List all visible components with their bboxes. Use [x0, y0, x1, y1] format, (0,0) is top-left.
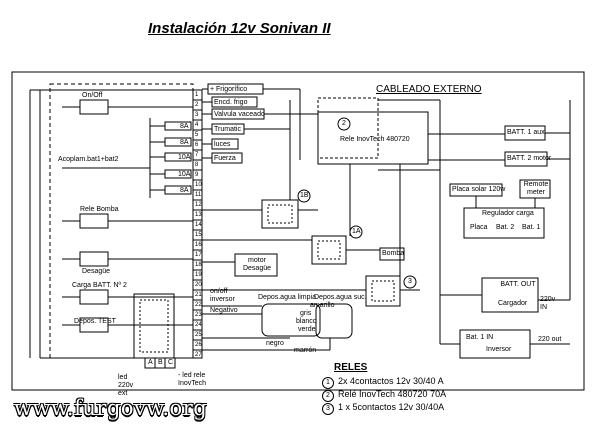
220v-in-label: 220v IN	[540, 296, 556, 311]
rele-text: 1 x 5contactos 12v 30/40A	[338, 402, 445, 412]
valvula-label: Valvula vaceado	[214, 111, 265, 118]
terminal-number: 6	[195, 142, 199, 148]
terminal-number: 15	[195, 232, 202, 238]
reles-header: RELES	[334, 362, 368, 373]
terminal-number: 4	[195, 122, 199, 128]
fuse-label: 8A	[180, 139, 189, 146]
terminal-number: 11	[195, 192, 202, 198]
terminal-number: 7	[195, 152, 199, 158]
terminal-number: 13	[195, 212, 202, 218]
depos-test-label: Depos. TEST	[74, 318, 116, 325]
terminal-b: B	[158, 359, 163, 366]
terminal-number: 22	[195, 302, 202, 308]
rele-num: 1	[322, 377, 334, 389]
terminal-number: 16	[195, 242, 202, 248]
regulador-label: Regulador carga	[482, 210, 534, 217]
rele-num: 2	[322, 390, 334, 402]
rele-text: 2x 4contactos 12v 30/40 A	[338, 376, 444, 386]
external-wiring-label: CABLEADO EXTERNO	[376, 84, 482, 95]
fuse-label: 8A	[180, 187, 189, 194]
rele-bomba-label: Rele Bomba	[80, 206, 119, 213]
batt1-aux-label: BATT. 1 aux	[507, 129, 545, 136]
placa-label: Placa	[470, 224, 488, 231]
led-220v-label: led 220v ext	[118, 374, 134, 397]
depos-suc-label: Depos.agua suc.	[314, 294, 367, 301]
negativo-label: Negativo	[210, 307, 238, 314]
terminal-number: 18	[195, 262, 202, 268]
luces-label: luces	[214, 141, 231, 148]
fuse-label: 10A	[178, 154, 191, 161]
terminal-number: 27	[195, 352, 202, 358]
batt-out-label: BATT. OUT	[500, 281, 536, 288]
led-rele-label: - led rele InovTech	[178, 372, 207, 387]
cargador-label: Cargador	[498, 300, 528, 307]
bat1-label: Bat. 1	[522, 224, 541, 231]
rele-row-1: 1 2x 4contactos 12v 30/40 A	[322, 376, 444, 389]
remote-meter-label: Remote meter	[523, 181, 549, 196]
onoff-inversor-label: on/off inversor	[210, 288, 235, 303]
fuse-label: 10A	[178, 171, 191, 178]
bat2-label: Bat. 2	[496, 224, 515, 231]
wire-color-label: negro	[266, 340, 284, 347]
terminal-number: 8	[195, 162, 199, 168]
terminal-number: 23	[195, 312, 202, 318]
bomba-label: Bomba	[382, 250, 405, 257]
terminal-number: 21	[195, 292, 202, 298]
watermark: www.furgovw.org	[14, 396, 208, 420]
terminal-number: 19	[195, 272, 202, 278]
terminal-number: 17	[195, 252, 202, 258]
terminal-number: 2	[195, 102, 199, 108]
depos-limpia-label: Depos.agua limpia	[258, 294, 316, 301]
wire-color-label: amarillo	[310, 302, 335, 309]
diagram-title: Instalación 12v Sonivan II	[148, 20, 331, 37]
terminal-number: 10	[195, 182, 202, 188]
inversor-label: Inversor	[486, 346, 512, 353]
placa-solar-label: Placa solar 120w	[452, 186, 506, 193]
bat1-in-label: Bat. 1 IN	[466, 334, 494, 341]
terminal-number: 3	[195, 112, 199, 118]
batt2-motor-label: BATT. 2 motor	[507, 155, 552, 162]
wire-color-label: gris	[300, 310, 312, 317]
terminal-number: 20	[195, 282, 202, 288]
terminal-number: 9	[195, 172, 199, 178]
rele-text: Relé InovTech 480720 70A	[338, 389, 447, 399]
rele-num: 3	[322, 403, 334, 415]
desague-left-label: Desagüe	[82, 268, 111, 275]
terminal-number: 26	[195, 342, 202, 348]
terminal-a: A	[148, 359, 153, 366]
rele-row-2: 2 Relé InovTech 480720 70A	[322, 389, 446, 402]
relay-1a-marker: 1A	[352, 228, 361, 235]
terminal-number: 25	[195, 332, 202, 338]
outer-frame	[11, 71, 585, 391]
terminal-number: 12	[195, 202, 202, 208]
relay-3-marker: 3	[408, 278, 412, 285]
motor-desague-label: motor Desagüe	[242, 257, 272, 272]
relay-2-marker: 2	[342, 120, 346, 127]
terminal-number: 14	[195, 222, 202, 228]
terminal-number: 1	[195, 92, 199, 98]
onoff-label: On/Off	[82, 92, 103, 99]
wire-color-label: marrón	[294, 347, 317, 354]
fuse-label: 8A	[180, 123, 189, 130]
trumatic-label: Trumatic	[214, 126, 241, 133]
terminal-number: 5	[195, 132, 199, 138]
rele-row-3: 3 1 x 5contactos 12v 30/40A	[322, 402, 444, 415]
relay-1b-marker: 1B	[300, 192, 309, 199]
acoplam-label: Acoplam.bat1+bat2	[58, 156, 119, 163]
220-out-label: 220 out	[538, 336, 562, 343]
rele-inovtech-label: Rele InovTech 480720	[340, 136, 410, 143]
encd-frigo-label: Encd. frigo	[214, 99, 248, 106]
wire-color-label: blanco	[296, 318, 317, 325]
wire-color-label: verde	[298, 326, 316, 333]
frigorifico-label: + Frigorífico	[210, 86, 248, 93]
terminal-number: 24	[195, 322, 202, 328]
fuerza-label: Fuerza	[214, 155, 236, 162]
terminal-c: C	[168, 359, 174, 366]
carga-batt-label: Carga BATT. Nº 2	[72, 282, 127, 289]
